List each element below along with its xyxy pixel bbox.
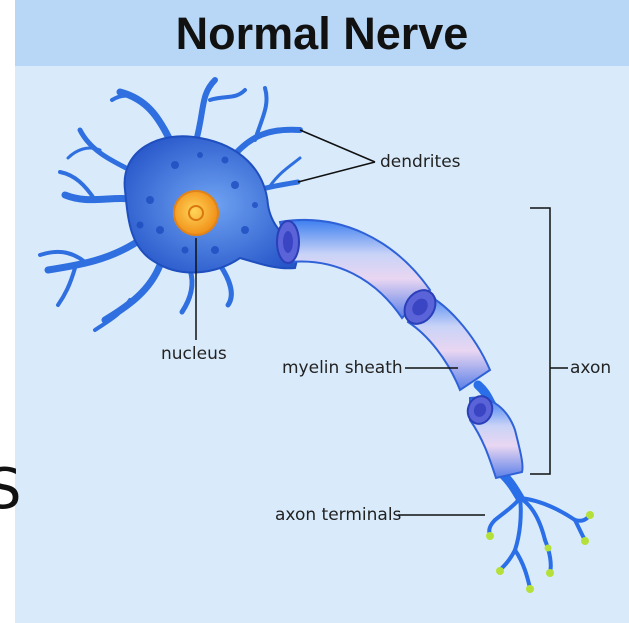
label-myelin-sheath: myelin sheath — [282, 358, 403, 378]
nucleus-icon — [174, 191, 218, 235]
edge-text-fragment: S — [0, 462, 22, 518]
label-nucleus: nucleus — [161, 344, 227, 364]
label-axon-terminals: axon terminals — [275, 505, 401, 525]
label-dendrites: dendrites — [380, 152, 461, 172]
myelin-segment-2 — [398, 284, 490, 390]
label-axon: axon — [570, 358, 611, 378]
myelin-segment-3 — [464, 393, 523, 478]
axon-terminals-branches — [489, 498, 590, 588]
